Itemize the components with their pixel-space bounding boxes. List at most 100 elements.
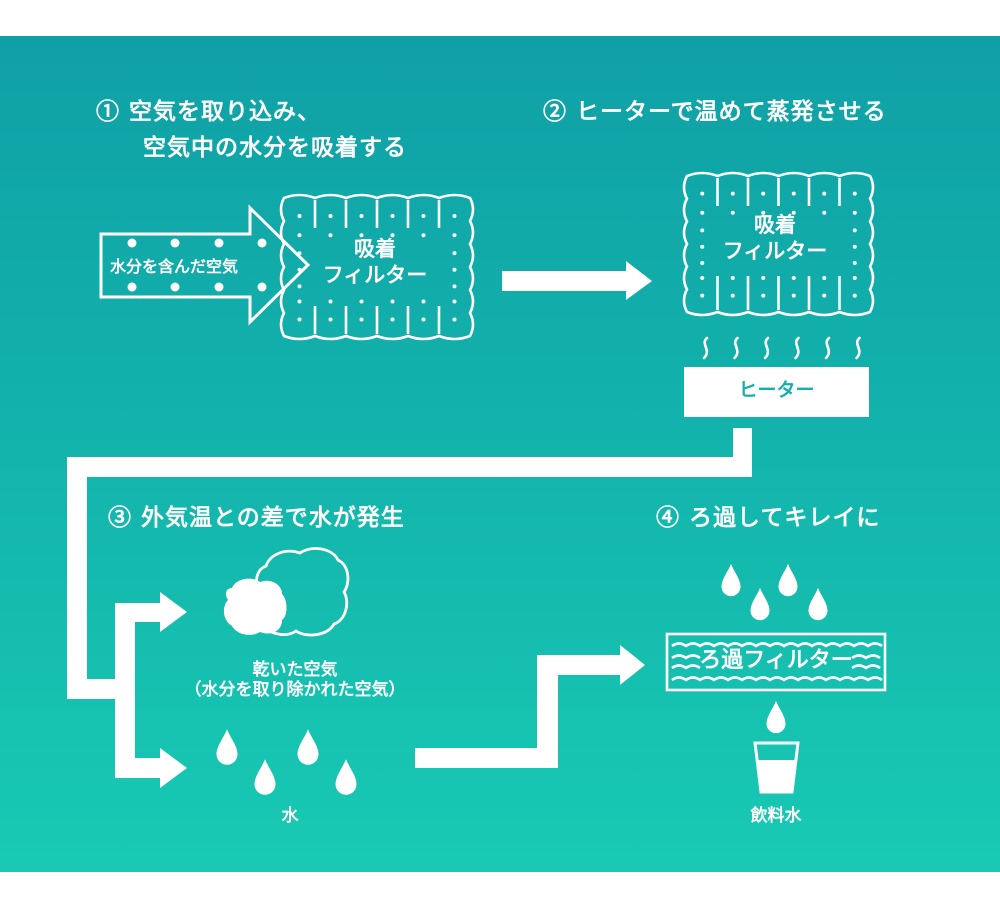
filter-dot: [328, 299, 333, 304]
filter-dot: [390, 213, 395, 218]
filter-dot: [700, 191, 705, 196]
filter-dot: [700, 228, 705, 233]
moisture-dots: [127, 238, 267, 292]
step3-title: ③ 外気温との差で水が発生: [108, 504, 405, 532]
filter-dot: [822, 293, 827, 298]
filter-dot: [822, 191, 827, 196]
step2-number: ②: [543, 98, 567, 125]
step4-title: ④ ろ過してキレイに: [656, 504, 880, 532]
wave-line: [671, 664, 701, 670]
heater-label: ヒーター: [738, 379, 815, 401]
filter-dot: [297, 317, 302, 322]
filter-dot: [452, 299, 457, 304]
step1-title: ① 空気を取り込み、: [96, 98, 321, 126]
wave-line: [851, 664, 881, 670]
filter-dot: [791, 191, 796, 196]
filter-label-line1: 吸着: [354, 237, 396, 261]
filter-dot: [297, 233, 302, 238]
wave-line: [671, 654, 701, 660]
filter-dot: [359, 299, 364, 304]
filter-dot: [791, 210, 796, 215]
wave-line: [671, 676, 883, 682]
filter-dot: [730, 191, 735, 196]
filter-dot: [852, 228, 857, 233]
water-label: 水: [281, 806, 299, 826]
filter-dot: [791, 293, 796, 298]
filtration-filter-label: ろ過フィルター: [699, 648, 853, 673]
step2-title: ② ヒーターで温めて蒸発させる: [543, 98, 887, 126]
filter-dot: [852, 210, 857, 215]
glass-icon: [753, 741, 800, 794]
heat-wave: [824, 336, 831, 360]
water-drop-icon: [766, 700, 786, 734]
filter-dot: [452, 267, 457, 272]
adsorption-filter-icon-1: [279, 193, 475, 341]
filter-dot: [328, 213, 333, 218]
heater-icon: [684, 367, 869, 417]
heat-wave: [794, 336, 800, 360]
filter-dot: [421, 213, 426, 218]
filter-dot: [761, 191, 766, 196]
drinking-water-label: 飲料水: [750, 806, 802, 826]
filter-dot: [822, 276, 827, 280]
filter-dot: [761, 276, 766, 280]
arrow-right-icon: [415, 645, 645, 768]
dry-air-label-line1: 乾いた空気: [252, 660, 338, 680]
filter-dot: [822, 210, 827, 215]
filter-dot: [730, 210, 735, 215]
filter-dot: [852, 244, 857, 249]
arrow-right-icon: [502, 261, 652, 300]
filter-dot: [297, 213, 302, 218]
step1-title-line1: 空気を取り込み、: [129, 98, 322, 125]
filter-border: [279, 193, 475, 341]
filter-dot: [730, 293, 735, 298]
filter-dot: [761, 210, 766, 215]
step1-title-line2: 空気中の水分を吸着する: [143, 134, 407, 161]
filter-dot: [297, 267, 302, 272]
filter-dot: [297, 299, 302, 304]
filter-dot: [452, 251, 457, 256]
filter-dot: [852, 276, 857, 280]
filter-dot: [700, 261, 705, 266]
filter-border: [682, 171, 875, 317]
wave-line: [671, 642, 883, 648]
filter-dot: [328, 317, 333, 322]
dry-air-label-line2: （水分を取り除かれた空気）: [184, 680, 406, 701]
filter-dot: [359, 213, 364, 218]
heat-wave: [855, 336, 861, 360]
step4-number: ④: [656, 504, 680, 531]
humid-air-label: 水分を含んだ空気: [110, 257, 239, 276]
step1-number: ①: [96, 98, 120, 125]
filter-dot: [421, 317, 426, 322]
filter-dot: [852, 261, 857, 266]
dry-air-label: 乾いた空気 （水分を取り除かれた空気）: [165, 660, 425, 701]
filter-dot: [452, 317, 457, 322]
filter-label-line2: フィルター: [322, 263, 428, 288]
filter-dot: [700, 293, 705, 298]
filter-dot: [700, 244, 705, 249]
filter-dot: [700, 210, 705, 215]
flow-pipe: [67, 428, 752, 788]
filter-dot: [852, 293, 857, 298]
step2-title-text: ヒーターで温めて蒸発させる: [576, 98, 887, 125]
intake-arrow-icon: [99, 204, 311, 326]
filter-dot: [390, 317, 395, 322]
step1-filter-label: 吸着 フィルター: [300, 236, 450, 289]
filter-dot: [452, 233, 457, 238]
water-drops-step4: [721, 563, 828, 621]
filter-dot: [761, 293, 766, 298]
step3-number: ③: [108, 504, 132, 531]
filter-dot: [791, 276, 796, 280]
filter-dot: [359, 317, 364, 322]
filter-dot: [390, 233, 395, 238]
step3-title-text: 外気温との差で水が発生: [141, 504, 405, 531]
filter-dot: [359, 233, 364, 238]
filtration-filter-icon: [665, 632, 887, 692]
filter-label-line1: 吸着: [754, 213, 796, 237]
filter-dot: [421, 299, 426, 304]
filter-dot: [452, 213, 457, 218]
water-drops-step3: [216, 729, 357, 795]
heat-wave: [702, 336, 709, 360]
cloud-icon: [223, 547, 350, 637]
